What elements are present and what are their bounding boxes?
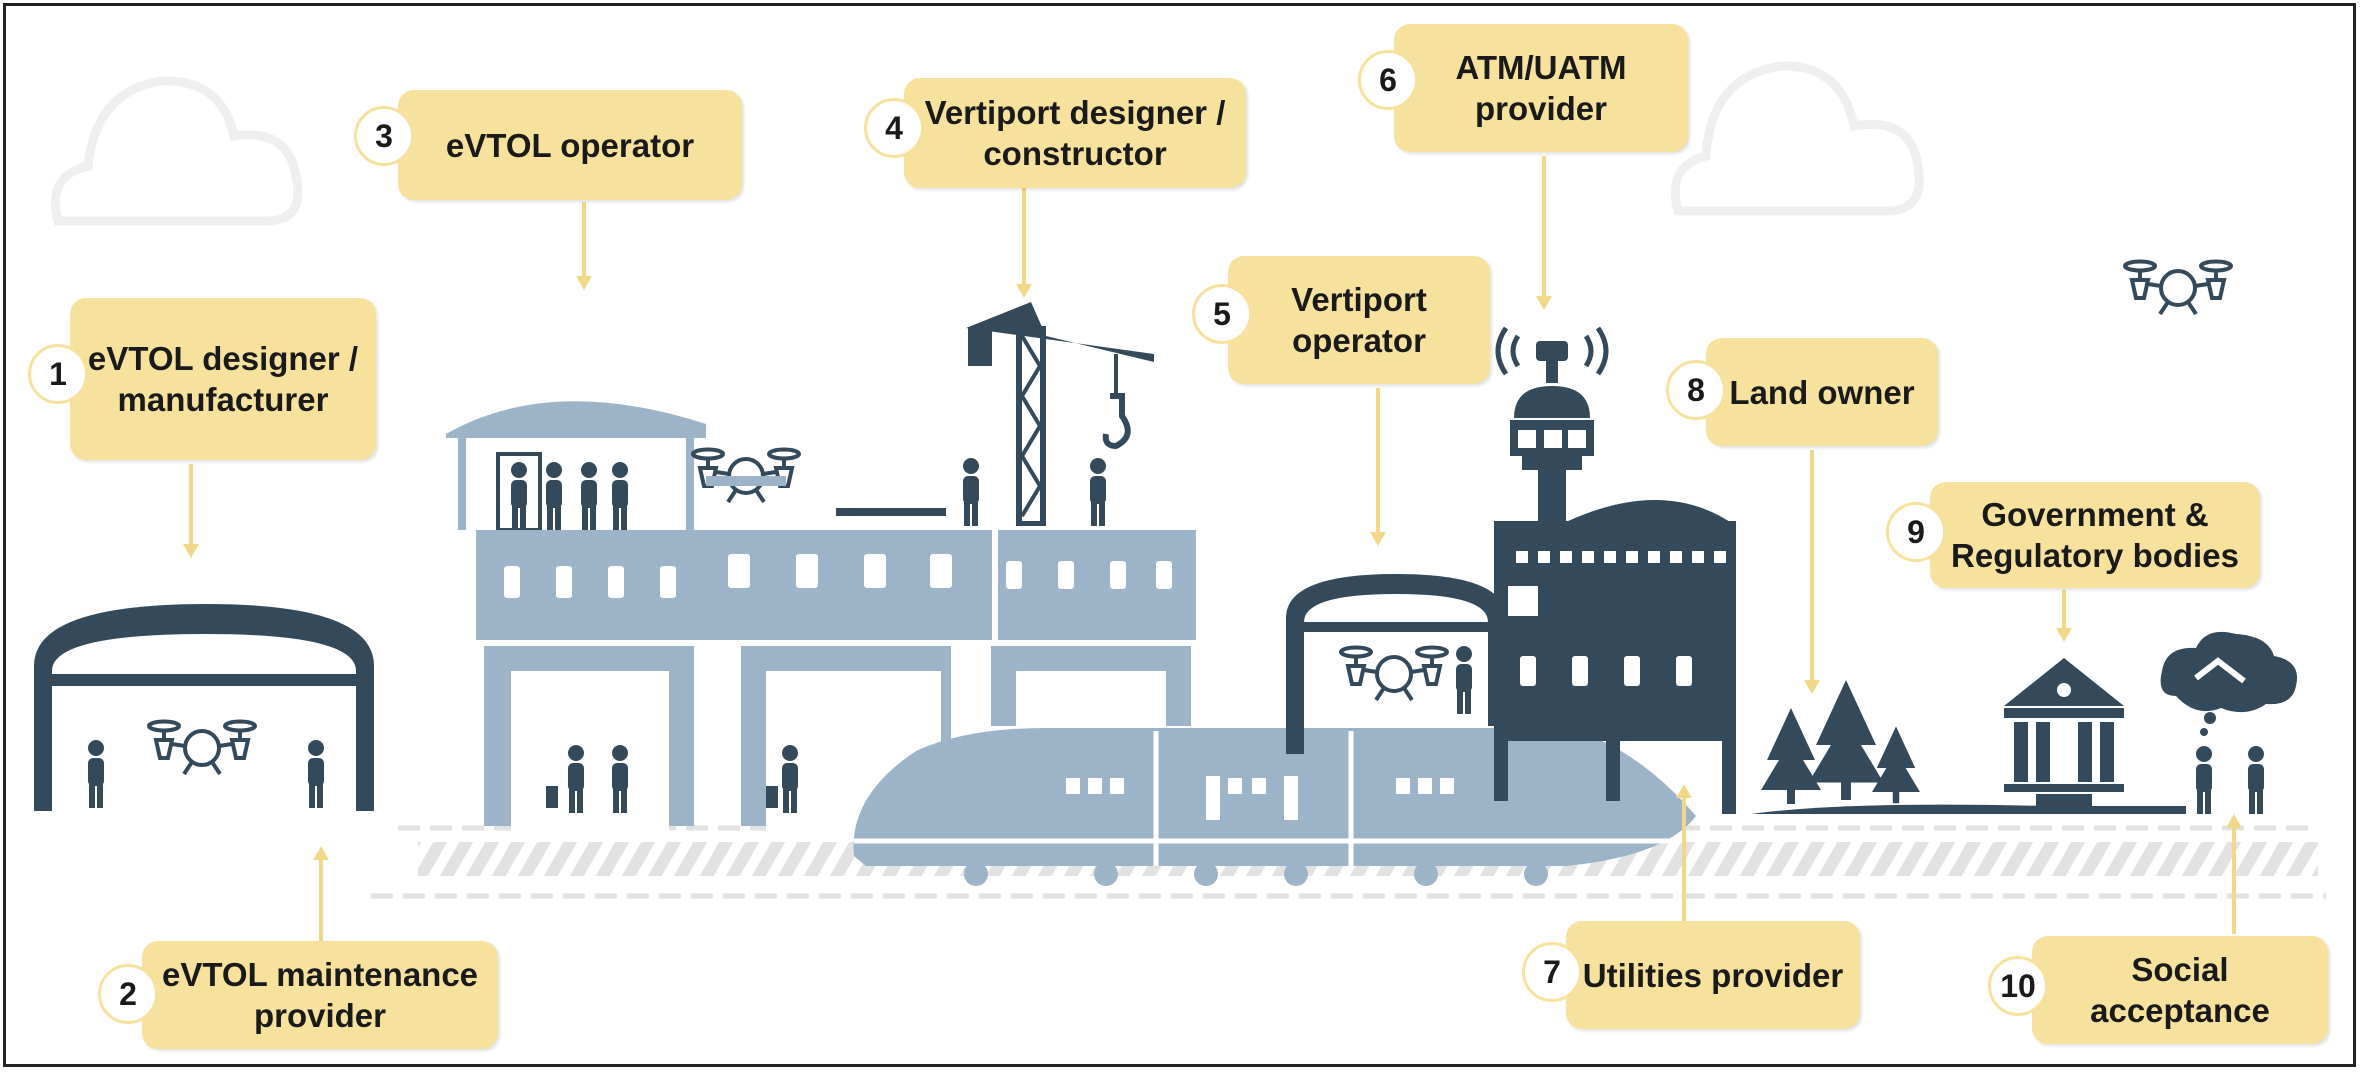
- callout-utilities-provider: Utilities provider: [1566, 921, 1860, 1029]
- vertiport-ecosystem-illustration: [34, 61, 2326, 941]
- government-building-icon: [1946, 658, 2186, 814]
- tree-icon: [1751, 680, 2046, 814]
- callout-number-6: 6: [1358, 50, 1418, 110]
- callout-number-2: 2: [98, 964, 158, 1024]
- drone-icon: [147, 719, 257, 776]
- cloud-icon: [1670, 61, 1924, 216]
- drone-icon: [2123, 259, 2233, 316]
- handshake-icon: [2160, 631, 2298, 814]
- callout-land-owner: Land owner: [1706, 338, 1938, 446]
- callout-number-8: 8: [1666, 360, 1726, 420]
- callout-evtol-designer: eVTOL designer / manufacturer: [70, 298, 376, 460]
- hangar-building: [34, 604, 374, 811]
- callout-number-4: 4: [864, 98, 924, 158]
- diagram-frame: eVTOL designer / manufacturer 1 eVTOL ma…: [3, 3, 2356, 1067]
- callout-social-acceptance: Social acceptance: [2032, 936, 2328, 1044]
- callout-number-1: 1: [28, 344, 88, 404]
- callout-number-9: 9: [1886, 502, 1946, 562]
- callout-number-5: 5: [1192, 284, 1252, 344]
- callout-evtol-operator: eVTOL operator: [398, 90, 742, 200]
- control-tower-icon: [1494, 326, 1736, 814]
- train-icon: [853, 728, 1696, 886]
- drone-icon: [691, 447, 801, 504]
- callout-atm-uatm: ATM/UATM provider: [1394, 24, 1688, 152]
- evtol-operator-terminal: [446, 401, 1196, 831]
- cloud-icon: [50, 76, 303, 226]
- connector-arrows: [183, 156, 2242, 941]
- callout-evtol-maintenance: eVTOL maintenance provider: [142, 941, 498, 1049]
- drone-icon: [1339, 645, 1449, 702]
- callout-government-regulatory: Government & Regulatory bodies: [1930, 482, 2260, 588]
- callout-vertiport-operator: Vertiport operator: [1228, 256, 1490, 384]
- callout-number-3: 3: [354, 106, 414, 166]
- callout-number-7: 7: [1522, 942, 1582, 1002]
- callout-number-10: 10: [1988, 956, 2048, 1016]
- crane-icon: [963, 302, 1154, 526]
- callout-vertiport-designer: Vertiport designer / constructor: [904, 78, 1246, 188]
- vertiport-hangar: [1286, 574, 1506, 754]
